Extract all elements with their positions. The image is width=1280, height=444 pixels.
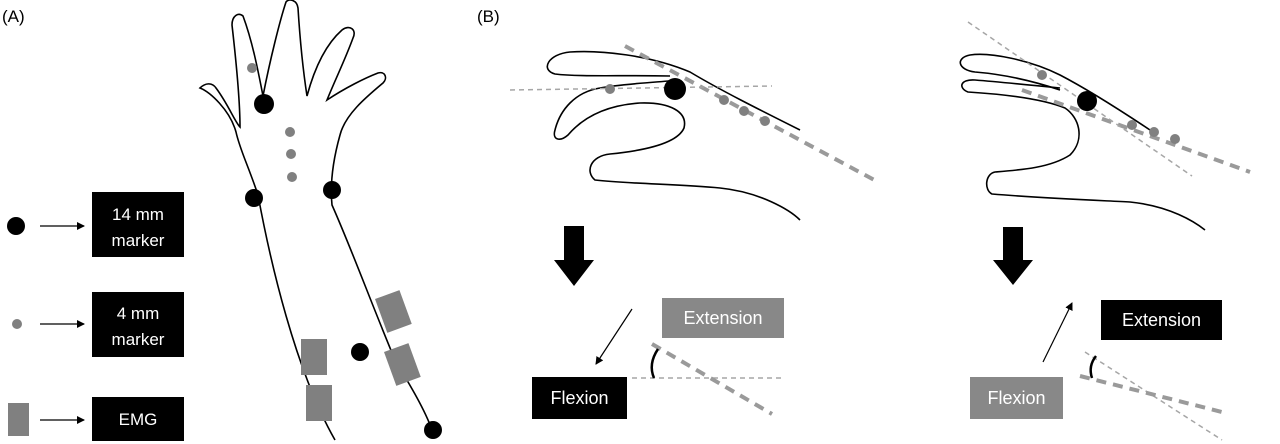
extension-small-marker-4 — [1170, 134, 1180, 144]
flexion-thin-dash — [509, 85, 773, 91]
flexion-angle-arc — [650, 348, 660, 379]
extension-direction-arrow — [1042, 302, 1073, 363]
hand-large-marker-knuckle — [254, 94, 274, 114]
hand-large-marker-wrist-right — [323, 181, 341, 199]
flexion-label-right: Flexion — [987, 388, 1045, 408]
hand-large-marker-forearm — [351, 343, 369, 361]
extension-small-marker-2 — [1127, 120, 1137, 130]
flexion-angle-segment-line — [650, 342, 774, 416]
flexion-label-box-left: Flexion — [532, 377, 627, 419]
extension-angle-arc — [1089, 355, 1098, 379]
flexion-thick-dash — [624, 44, 879, 184]
extension-large-marker — [1077, 91, 1097, 111]
legend-emg-icon — [8, 403, 29, 436]
panel-a-label: (A) — [2, 7, 25, 26]
panel-b-label: (B) — [477, 7, 500, 26]
extension-small-marker-3 — [1149, 127, 1159, 137]
emg-patch-1 — [301, 339, 327, 375]
legend-large-marker-label-line1: 14 mm — [112, 205, 164, 224]
extension-label-box-right: Extension — [1101, 300, 1222, 340]
emg-patch-2 — [306, 385, 332, 421]
flexion-small-marker-3 — [739, 106, 749, 116]
emg-patch-3 — [375, 290, 412, 333]
flexion-large-marker — [664, 78, 686, 100]
flexion-small-marker-4 — [760, 116, 770, 126]
flexion-small-marker-1 — [605, 84, 615, 94]
legend-large-marker-icon — [7, 217, 25, 235]
extension-thick-dash — [1021, 88, 1251, 174]
hand-small-marker-finger — [247, 63, 257, 73]
hand-side-view-flexion — [546, 50, 801, 221]
legend-large-marker-box: 14 mm marker — [92, 192, 184, 257]
hand-large-marker-wrist-left — [245, 189, 263, 207]
flexion-label-box-right: Flexion — [970, 377, 1063, 419]
legend-emg-box: EMG — [92, 397, 184, 441]
legend-small-marker-label-line2: marker — [112, 330, 165, 349]
legend-emg-label: EMG — [119, 410, 158, 429]
extension-label-box-left: Extension — [662, 298, 784, 338]
hand-small-marker-1 — [285, 127, 295, 137]
hand-outline — [198, 0, 433, 441]
hand-small-marker-3 — [287, 172, 297, 182]
flexion-small-marker-2 — [719, 95, 729, 105]
flexion-label-left: Flexion — [550, 388, 608, 408]
extension-small-marker-1 — [1037, 70, 1047, 80]
extension-angle-segment-line — [1079, 374, 1223, 414]
emg-patch-4 — [384, 343, 421, 386]
legend-small-marker-box: 4 mm marker — [92, 292, 184, 357]
legend-small-marker-label-line1: 4 mm — [117, 304, 160, 323]
extension-label-left: Extension — [683, 308, 762, 328]
down-arrow-left-icon — [554, 226, 594, 286]
hand-large-marker-elbow — [424, 421, 442, 439]
legend-large-marker-label-line2: marker — [112, 231, 165, 250]
extension-label-right: Extension — [1122, 310, 1201, 330]
down-arrow-right-icon — [993, 227, 1033, 285]
hand-small-marker-2 — [286, 149, 296, 159]
legend-small-marker-icon — [12, 319, 22, 329]
flexion-direction-arrow — [595, 308, 633, 365]
